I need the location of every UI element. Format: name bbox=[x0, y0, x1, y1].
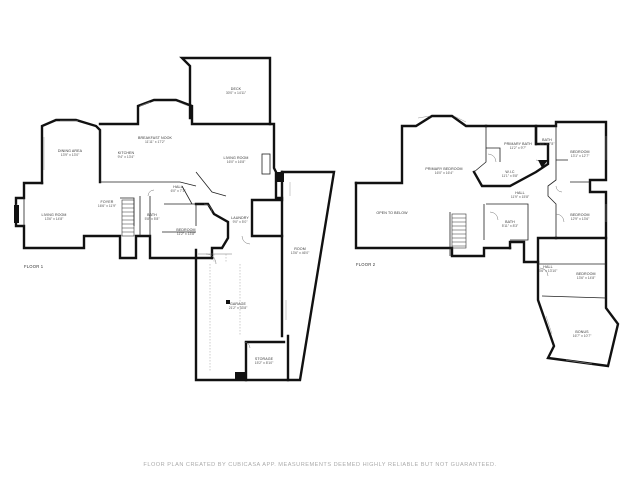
floor-2-middle-wall bbox=[508, 236, 558, 264]
hall-2-name: HALL bbox=[543, 265, 552, 269]
hall-name-f2: HALL bbox=[515, 191, 524, 195]
bath-top-name: BATH bbox=[542, 138, 552, 142]
storage-solid-marker bbox=[235, 372, 245, 380]
floor-1-doors bbox=[147, 189, 251, 349]
primary-bedroom-name: PRIMARY BEDROOM bbox=[425, 167, 462, 171]
dining-area-dim: 13'9" x 13'0" bbox=[61, 153, 80, 157]
bedroom-1-name: BEDROOM bbox=[570, 150, 589, 154]
bedroom-3-dim: 13'6" x 14'8" bbox=[577, 276, 596, 280]
kitchen-name: KITCHEN bbox=[118, 151, 135, 155]
floor-2-outer-left bbox=[354, 181, 512, 258]
bonus-name: BONUS bbox=[575, 330, 589, 334]
primary-bath-dim: 11'2" x 9'7" bbox=[510, 146, 527, 150]
floor-1-windows bbox=[16, 101, 291, 320]
storage-dim: 15'2" x 8'10" bbox=[255, 361, 274, 365]
bedroom-1-dim: 13'1" x 12'7" bbox=[571, 154, 590, 158]
open-to-below-name: OPEN TO BELOW bbox=[376, 211, 408, 215]
hall-dim-f2: 11'9" x 15'8" bbox=[511, 195, 530, 199]
bonus-wing-wall bbox=[536, 236, 620, 368]
primary-bath-name: PRIMARY BATH bbox=[504, 142, 532, 146]
floor-1-label: FLOOR 1 bbox=[24, 264, 44, 269]
fireplace-hearth bbox=[261, 153, 271, 175]
floor-2-plan: FLOOR 2 PRIMARY BATH 11'2" x 9'7" BATH 5… bbox=[354, 114, 620, 368]
footer-disclaimer: FLOOR PLAN CREATED BY CUBICASA APP. MEAS… bbox=[143, 462, 496, 468]
wic-name: W.I.C bbox=[505, 170, 515, 174]
floor-1-outer-wall bbox=[14, 181, 214, 260]
garage-name: GARAGE bbox=[230, 302, 246, 306]
breakfast-nook-name: BREAKFAST NOOK bbox=[138, 136, 173, 140]
deck-outline bbox=[179, 56, 272, 124]
bedroom-2-dim: 12'9" x 13'6" bbox=[571, 217, 590, 221]
garage-dashed-lines bbox=[209, 254, 241, 372]
fireplace-marker bbox=[276, 172, 284, 182]
floor-1-stairs bbox=[121, 199, 135, 237]
bedroom-3-name: BEDROOM bbox=[576, 272, 595, 276]
garage-dim: 21'2" x 33'8" bbox=[229, 306, 248, 310]
dining-area-name: DINING AREA bbox=[58, 149, 83, 153]
storage-name: STORAGE bbox=[255, 357, 274, 361]
breakfast-nook-bay bbox=[98, 98, 272, 126]
wic-dim: 11'1" x 5'8" bbox=[502, 174, 519, 178]
foyer-name: FOYER bbox=[101, 200, 114, 204]
bath-name-f2: BATH bbox=[505, 220, 515, 224]
floor-2-label: FLOOR 2 bbox=[356, 262, 376, 267]
storage-outline bbox=[244, 340, 286, 382]
laundry-dim: 9'0" x 5'0" bbox=[233, 220, 249, 224]
bedroom-2-name: BEDROOM bbox=[570, 213, 589, 217]
breakfast-nook-dim: 11'11" x 17'2" bbox=[145, 140, 166, 144]
deck-dim: 30'0" x 14'11" bbox=[226, 91, 247, 95]
floor-2-doors bbox=[487, 153, 565, 277]
bath-dim-f2: 5'11" x 8'3" bbox=[502, 224, 519, 228]
living-room-right-name: LIVING ROOM bbox=[223, 156, 248, 160]
bath-top-dim: 5'0" x 7'8" bbox=[540, 142, 556, 146]
living-room-right-dim: 16'0" x 16'8" bbox=[227, 160, 246, 164]
primary-bedroom-dim: 16'0" x 16'4" bbox=[435, 171, 454, 175]
bedroom-name: BEDROOM bbox=[176, 228, 195, 232]
hall-2-dim: 3'6" x 13'10" bbox=[539, 269, 558, 273]
living-room-left-dim: 13'6" x 14'8" bbox=[45, 217, 64, 221]
kitchen-dim: 9'4" x 13'4" bbox=[118, 155, 136, 159]
hall-name: HALL bbox=[173, 185, 182, 189]
bath-dim: 5'8" x 5'8" bbox=[145, 217, 161, 221]
living-room-left-name: LIVING ROOM bbox=[41, 213, 66, 217]
bath-name: BATH bbox=[147, 213, 157, 217]
bedroom-dim: 11'2" x 13'8" bbox=[177, 232, 196, 236]
bonus-dim: 16'7" x 10'7" bbox=[573, 334, 592, 338]
room-dim: 13'6" x 46'0" bbox=[291, 251, 310, 255]
floor-2-upper-left-wall bbox=[354, 114, 488, 185]
floor-1-plan: FLOOR 1 DECK 30'0" x 14'11" BREAKFAST NO… bbox=[14, 56, 336, 382]
bedroom-right-wall bbox=[194, 202, 230, 260]
floor-2-interior-walls bbox=[449, 122, 607, 299]
foyer-dim: 16'6" x 11'9" bbox=[98, 204, 117, 208]
living-room-left-fireplace bbox=[14, 205, 19, 223]
laundry-wall bbox=[250, 198, 284, 238]
room-name: ROOM bbox=[294, 247, 306, 251]
floor-2-windows bbox=[417, 115, 607, 365]
garage-column bbox=[226, 300, 230, 304]
floor-2-stairs bbox=[451, 213, 467, 249]
deck-name: DECK bbox=[231, 87, 242, 91]
living-room-right-wall bbox=[268, 122, 284, 200]
laundry-name: LAUNDRY bbox=[231, 216, 249, 220]
room-long-outline bbox=[280, 170, 336, 382]
floor-1-interior-walls bbox=[23, 130, 227, 236]
hall-dim: 6'0" x 7'1" bbox=[171, 189, 187, 193]
floor-2-solid-marker bbox=[538, 160, 548, 168]
